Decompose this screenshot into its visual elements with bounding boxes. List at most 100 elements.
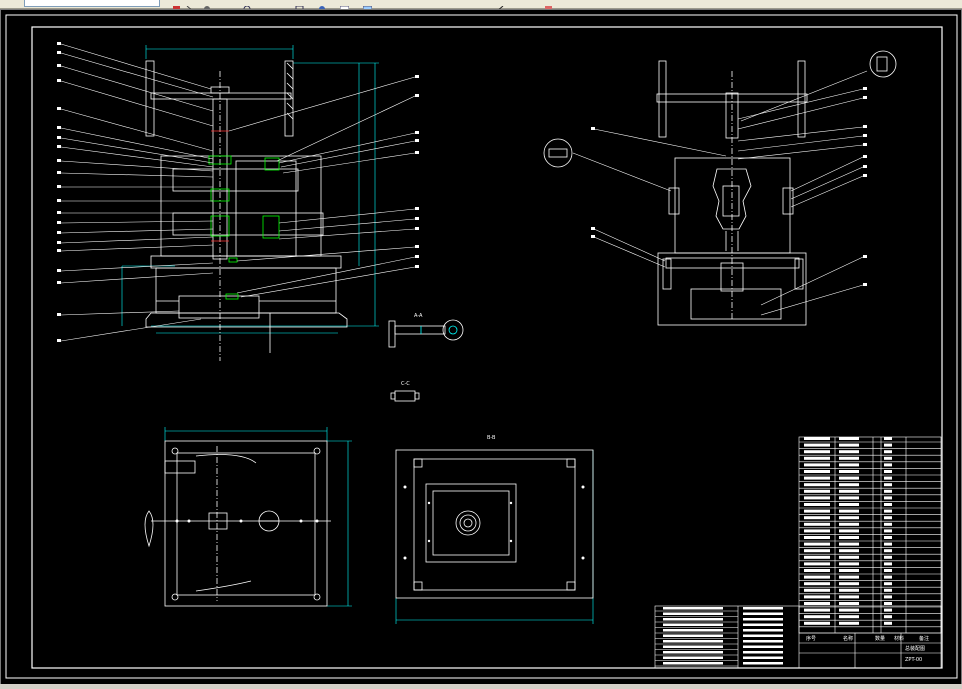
parts-row-cell [839,456,859,460]
zoom-window-icon[interactable] [295,0,304,13]
section-c-label: C-C [401,381,410,387]
parts-row-cell [804,608,830,612]
pan-icon[interactable] [203,0,212,12]
parts-row-cell [839,470,859,473]
parts-row-cell [839,588,859,592]
parts-row-cell [884,588,892,592]
parts-row-cell [804,522,830,526]
parts-row-cell [884,509,892,513]
parts-row-cell [884,476,892,480]
parts-row-cell [804,529,830,533]
title-row-cell [663,634,723,637]
front-leaders-right [228,76,416,298]
parts-row-cell [884,536,892,539]
parts-row-cell [839,529,859,533]
parts-row-cell [804,536,830,539]
parts-row-cell [839,463,859,467]
parts-row-cell [884,483,892,487]
parts-row-cell [804,496,830,500]
title-row-cell [663,607,723,610]
parts-row-cell [804,456,830,460]
parts-row-cell [884,562,892,566]
parts-row-cell [839,549,859,553]
title-row-cell [743,645,783,648]
title-block-rows [655,607,783,667]
parts-row-cell [839,536,859,539]
parts-row-cell [884,621,892,625]
parts-row-cell [884,615,892,619]
layer-combo[interactable] [24,0,160,7]
parts-row-cell [884,582,892,586]
parts-row-cell [804,476,830,480]
drawing-canvas[interactable]: A-A C-C [0,9,962,685]
status-bar [0,684,962,689]
title-row-cell [743,656,783,659]
pencil-icon[interactable] [495,0,504,13]
parts-row-cell [839,555,859,559]
parts-row-cell [839,595,859,599]
parts-row-cell [804,555,830,559]
section-a-label: A-A [414,313,423,319]
parts-row-cell [884,496,892,500]
parts-row-cell [839,602,859,605]
parts-row-cell [804,582,830,586]
parts-row-cell [884,489,892,493]
parts-row-cell [884,522,892,526]
section-b-b: B-B [395,435,594,624]
parts-row-cell [839,476,859,480]
ortho-icon[interactable] [430,0,439,12]
title-row-cell [743,607,783,610]
col-label-2: 数量 [875,635,885,642]
title-row-cell [743,640,783,643]
parts-row-cell [804,503,830,506]
parts-row-cell [804,463,830,467]
title-row-cell [663,645,723,648]
parts-row-cell [884,569,892,572]
parts-row-cell [804,621,830,625]
parts-row-cell [839,575,859,579]
zoom-icon[interactable] [243,0,252,13]
match-icon[interactable] [186,0,195,13]
parts-row-cell [884,595,892,599]
title-block: 序号 名称 数量 材料 备注 总装配图 ZPT-00 [654,605,942,669]
zoom-prev-icon[interactable] [318,0,327,12]
title-row-cell [743,618,783,621]
parts-row-cell [839,522,859,526]
parts-row-cell [884,456,892,460]
grid-icon[interactable] [362,0,373,13]
parts-row-cell [839,562,859,566]
cad-drawing: A-A C-C [5,14,958,679]
properties-icon[interactable] [172,0,181,12]
col-label-1: 名称 [843,635,853,642]
parts-row-cell [804,595,830,599]
eraser-icon[interactable] [544,0,553,12]
front-leader-ticks [57,42,419,342]
parts-row-cell [884,549,892,553]
drawing-number: ZPT-00 [905,657,922,663]
parts-row-cell [804,542,830,546]
drawing-name: 总装配图 [905,645,925,652]
title-row-cell [743,612,783,615]
front-green-parts [208,155,280,300]
title-row-cell [663,612,723,615]
parts-row-cell [804,602,830,605]
parts-row-cell [804,516,830,520]
table-icon[interactable] [339,0,350,13]
parts-row-cell [884,516,892,520]
title-row-cell [743,651,783,654]
parts-row-cell [884,608,892,612]
parts-row-cell [839,582,859,586]
parts-row-cell [839,450,859,454]
parts-row-cell [884,575,892,579]
parts-row-cell [884,555,892,559]
parts-row-cell [839,443,859,447]
title-row-cell [743,629,783,632]
inner-frame [31,26,943,669]
title-row-cell [743,662,783,665]
col-label-0: 序号 [806,635,816,642]
col-label-3: 材料 [894,635,904,642]
parts-list [798,436,942,634]
parts-row-cell [839,621,859,625]
section-b-label: B-B [487,435,496,441]
title-row-cell [663,618,723,621]
